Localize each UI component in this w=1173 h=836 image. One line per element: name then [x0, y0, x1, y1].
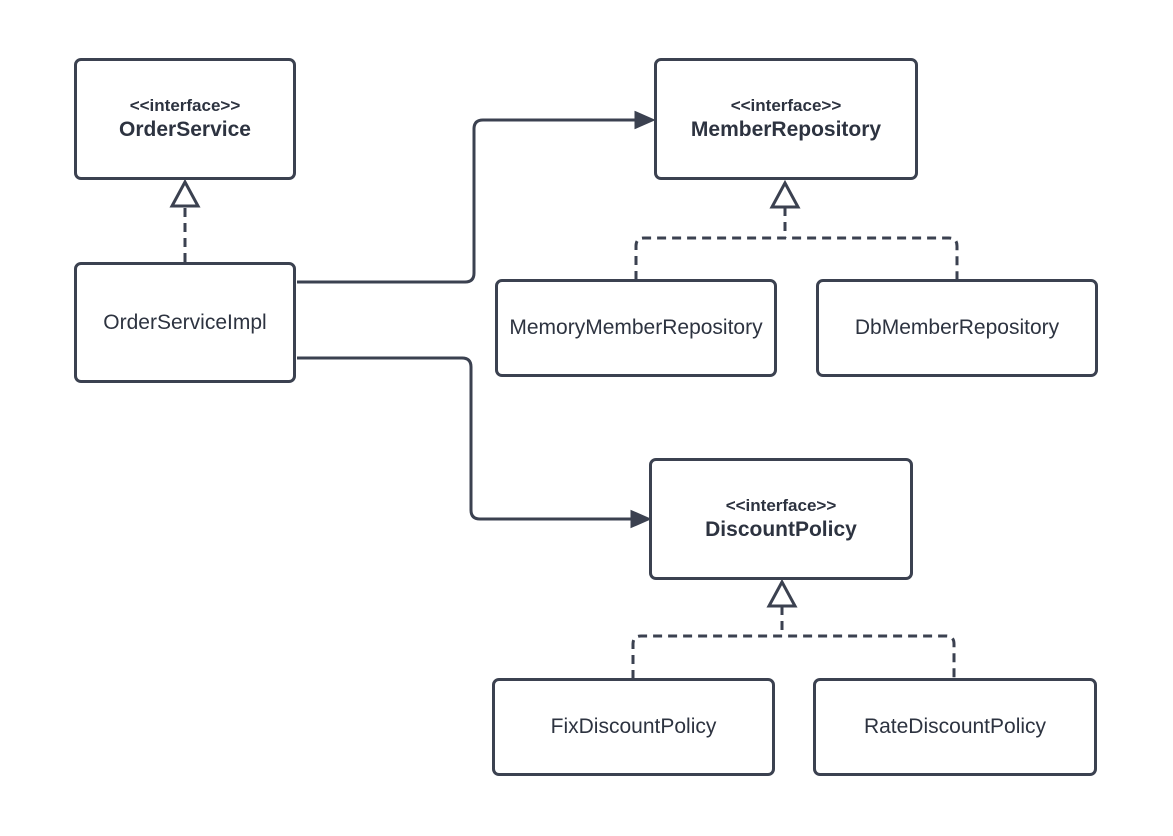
- ratediscountpolicy-class-box: RateDiscountPolicy: [813, 678, 1097, 776]
- realization-edge-memory-db-memberrepository: [634, 207, 959, 280]
- realization-arrowhead-memberrepository: [769, 179, 801, 209]
- memberrepository-interface-box: <<interface>> MemberRepository: [654, 58, 918, 180]
- orderserviceimpl-class-box: OrderServiceImpl: [74, 262, 296, 383]
- interface-name: MemberRepository: [690, 118, 882, 141]
- stereotype-label: <<interface>>: [725, 496, 837, 515]
- discountpolicy-interface-box: <<interface>> DiscountPolicy: [649, 458, 913, 580]
- dbmemberrepository-class-box: DbMemberRepository: [816, 279, 1098, 377]
- class-name: OrderServiceImpl: [103, 310, 267, 334]
- memorymemberrepository-class-box: MemoryMemberRepository: [495, 279, 777, 377]
- realization-arrowhead-orderservice: [169, 178, 201, 208]
- interface-name: DiscountPolicy: [705, 518, 857, 541]
- class-name: DbMemberRepository: [854, 316, 1060, 339]
- stereotype-label: <<interface>>: [730, 96, 842, 115]
- orderservice-interface-box: <<interface>> OrderService: [74, 58, 296, 180]
- association-arrowhead-memberrepository: [634, 110, 656, 130]
- realization-edge-fix-rate-discountpolicy: [631, 606, 956, 679]
- association-edge-orderserviceimpl-discountpolicy: [297, 356, 632, 521]
- class-name: FixDiscountPolicy: [550, 715, 717, 738]
- class-name: RateDiscountPolicy: [863, 715, 1047, 738]
- association-edge-orderserviceimpl-memberrepository: [297, 118, 637, 284]
- association-arrowhead-discountpolicy: [630, 509, 652, 529]
- realization-arrowhead-discountpolicy: [766, 578, 798, 608]
- interface-name: OrderService: [119, 118, 251, 141]
- class-name: MemoryMemberRepository: [509, 316, 763, 339]
- stereotype-label: <<interface>>: [129, 96, 241, 115]
- fixdiscountpolicy-class-box: FixDiscountPolicy: [492, 678, 775, 776]
